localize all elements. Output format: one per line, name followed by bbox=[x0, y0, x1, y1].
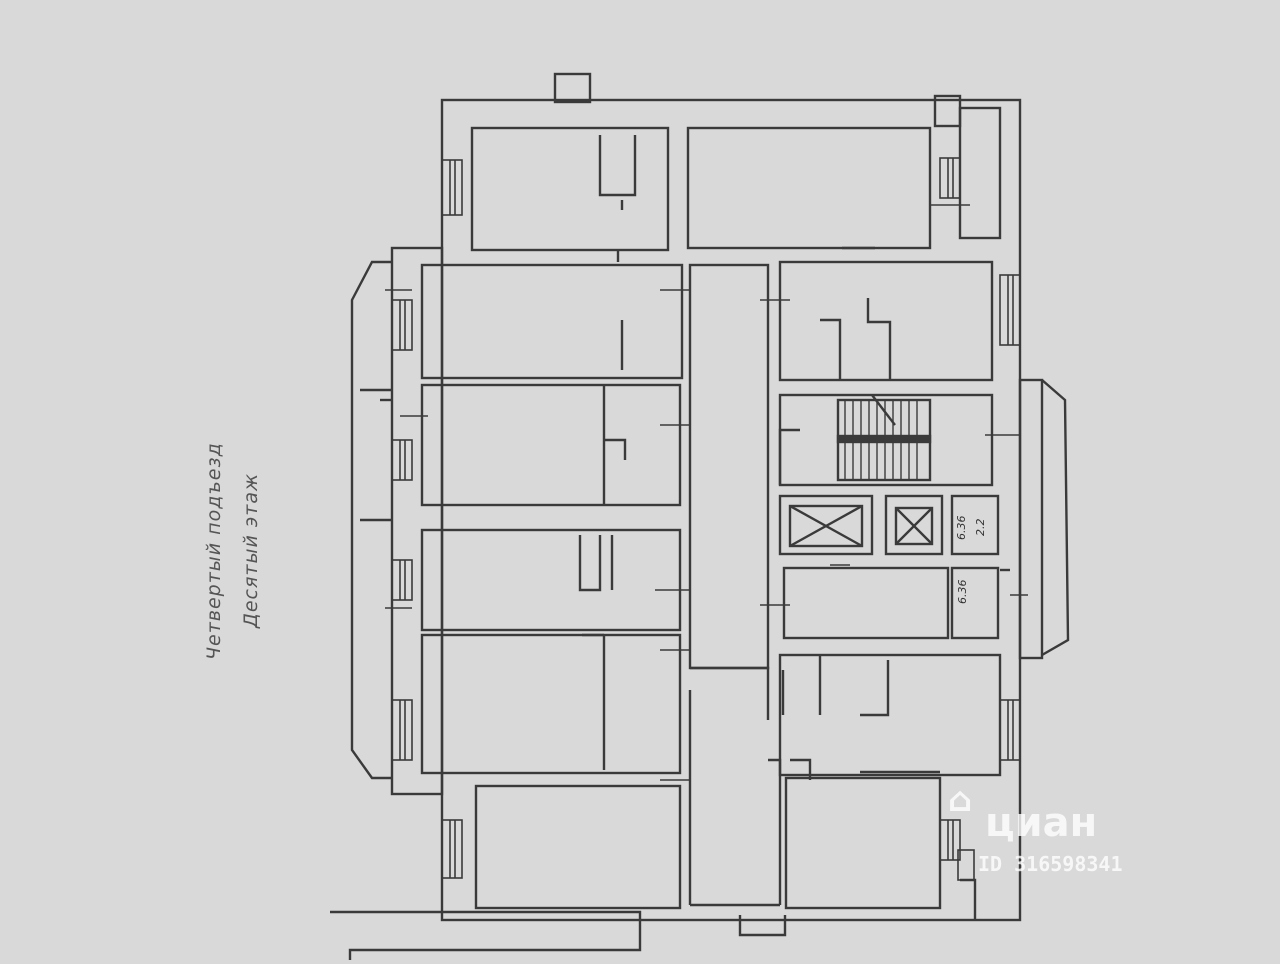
windows bbox=[391, 157, 1021, 881]
stair-treads bbox=[844, 400, 918, 480]
watermark-logo-icon: ⌂ bbox=[948, 780, 973, 820]
left-rooms bbox=[360, 126, 684, 910]
room-width-label: 6.36 bbox=[956, 579, 969, 605]
corridor bbox=[688, 263, 787, 937]
stair-landing bbox=[836, 434, 932, 444]
watermark-brand: циан bbox=[985, 800, 1098, 846]
door-ticks bbox=[385, 204, 1028, 781]
entrance-caption: Четвертый подъезд bbox=[203, 442, 225, 660]
floor-caption: Десятый этаж bbox=[240, 472, 262, 628]
shaft-width-label: 6.36 bbox=[955, 515, 968, 541]
elevator-shafts bbox=[788, 504, 934, 548]
shaft-depth-label: 2.2 bbox=[974, 518, 987, 537]
watermark-listing-id: ID 316598341 bbox=[978, 852, 1123, 876]
